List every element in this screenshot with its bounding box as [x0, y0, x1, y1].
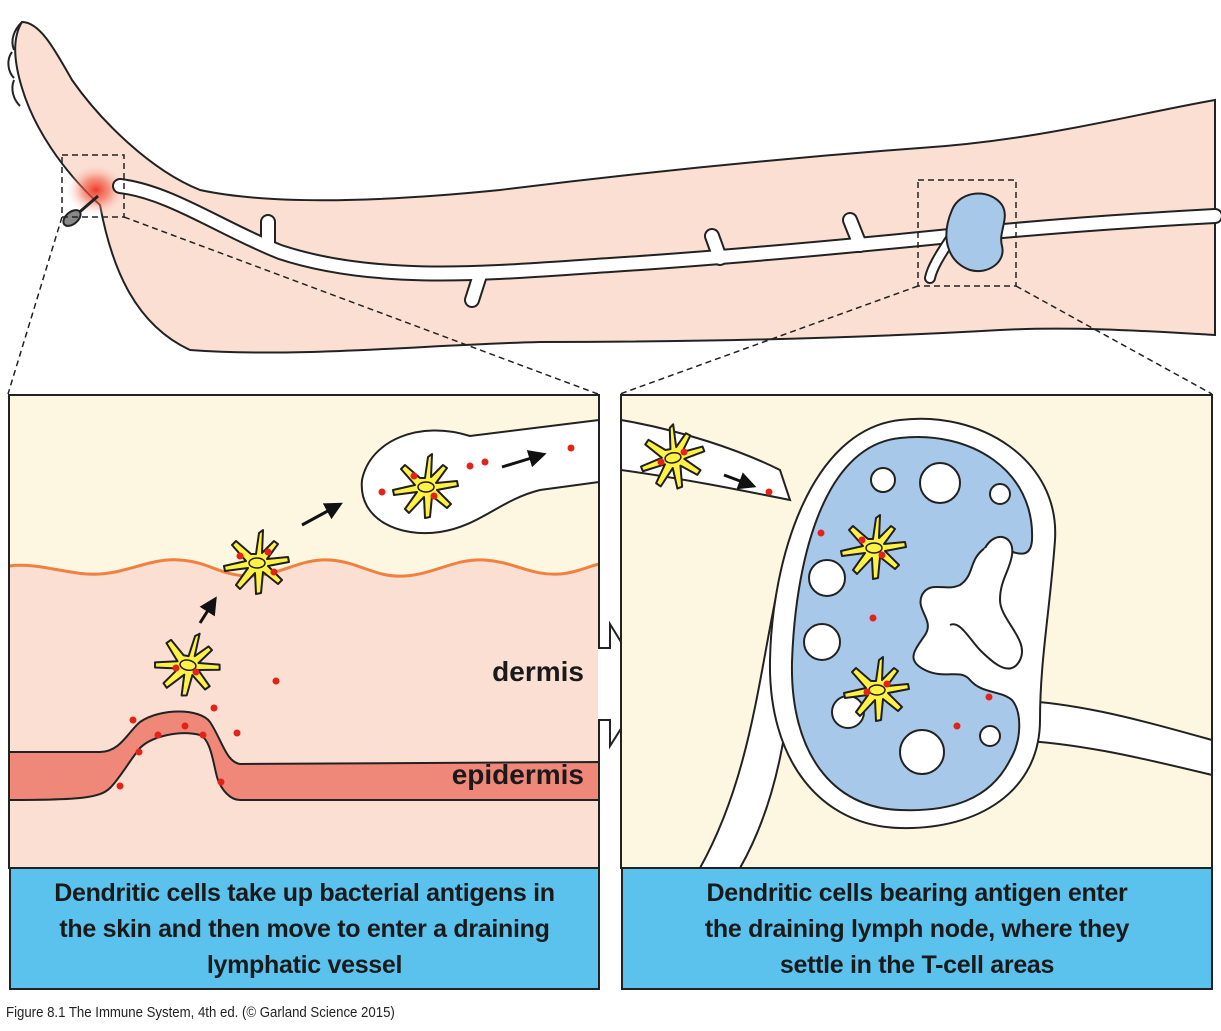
- zoom-box-skin: [61, 154, 125, 218]
- zoom-box-node: [917, 179, 1017, 287]
- antigen-dots: [657, 448, 993, 730]
- basement-line: [8, 558, 600, 578]
- caption-line: the skin and then move to enter a draini…: [59, 914, 550, 943]
- antigen-dots: [116, 444, 575, 790]
- caption-line: Dendritic cells take up bacterial antige…: [54, 878, 555, 907]
- skin-panel: [8, 394, 600, 869]
- migration-arrows: [198, 450, 547, 624]
- caption-line: lymphatic vessel: [206, 950, 403, 979]
- follicles: [803, 462, 1011, 775]
- dermis-label: dermis: [492, 656, 584, 687]
- migration-arrow: [723, 472, 757, 490]
- leg-lymphatic-vessel: [112, 178, 1221, 308]
- caption-line: settle in the T-cell areas: [779, 950, 1055, 979]
- leg: [14, 20, 1216, 354]
- leg-illustration: [7, 20, 1221, 395]
- dermis-layer: [9, 559, 599, 868]
- splinter-icon: [62, 194, 99, 227]
- caption-line: the draining lymph node, where they: [704, 914, 1130, 943]
- left-caption: Dendritic cells take up bacterial antige…: [9, 867, 600, 990]
- right-caption: Dendritic cells bearing antigen enter th…: [621, 867, 1213, 990]
- caption-line: Dendritic cells bearing antigen enter: [706, 878, 1128, 907]
- infection-site: [66, 164, 126, 216]
- skin-lymphatic-vessel: [360, 419, 600, 535]
- lymph-node-panel: [620, 394, 1213, 869]
- figure-credit: Figure 8.1 The Immune System, 4th ed. (©…: [6, 1004, 395, 1021]
- medullary-sinus: [949, 536, 1023, 670]
- leg-lymph-node: [945, 192, 1006, 273]
- epidermis-label: epidermis: [452, 759, 584, 790]
- toes: [7, 21, 23, 107]
